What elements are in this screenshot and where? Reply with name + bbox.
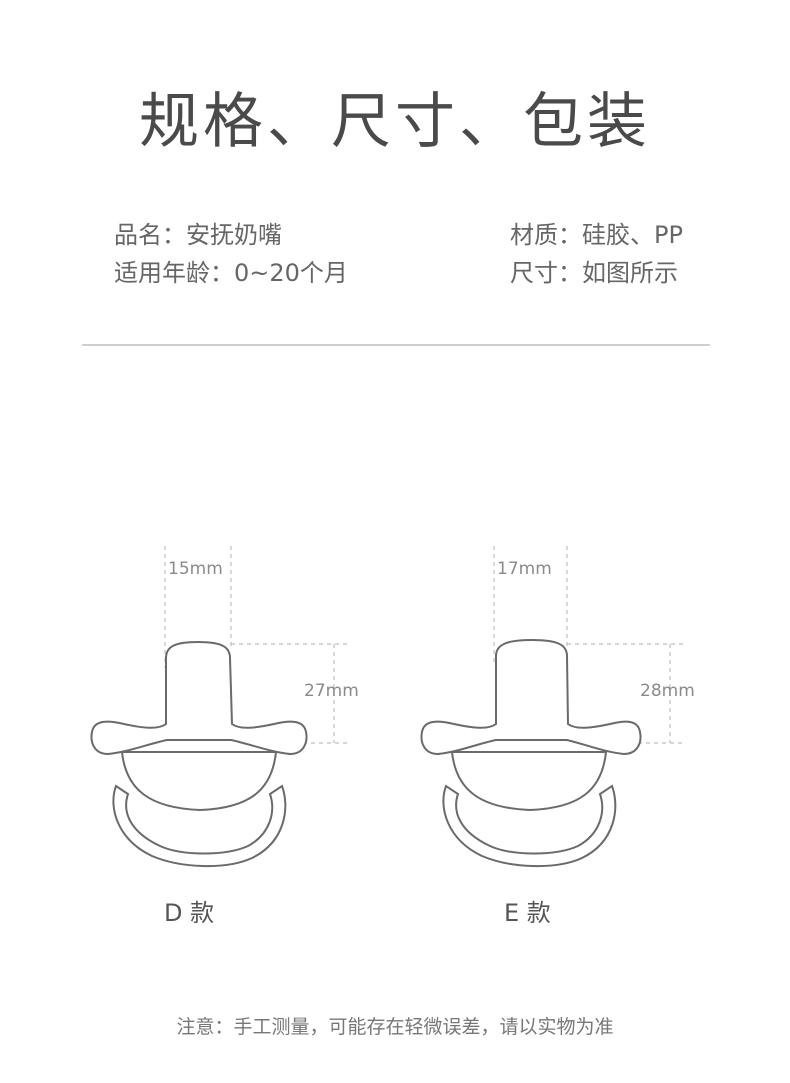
measurement-note: 注意：手工测量，可能存在轻微误差，请以实物为准 [176, 1016, 614, 1038]
spec-size-label: 尺寸： [510, 259, 582, 287]
spec-age: 适用年龄：0~20个月 [114, 258, 348, 288]
spec-material-value: 硅胶、PP [582, 221, 683, 249]
spec-size-value: 如图所示 [582, 259, 678, 287]
pacifier-d-width-dim: 15mm [168, 559, 223, 579]
spec-product-name: 品名：安抚奶嘴 [114, 220, 282, 250]
section-divider [82, 344, 710, 346]
pacifier-e-width-dim: 17mm [497, 559, 552, 579]
spec-material-label: 材质： [510, 221, 582, 249]
pacifier-d-guides [164, 546, 348, 744]
pacifier-e-guides [493, 546, 684, 744]
spec-size: 尺寸：如图所示 [510, 258, 678, 288]
spec-material: 材质：硅胶、PP [510, 220, 683, 250]
pacifier-e-height-dim: 28mm [640, 681, 695, 701]
pacifier-d-outline [90, 640, 308, 868]
page-title: 规格、尺寸、包装 [139, 87, 651, 157]
pacifier-d-height-dim: 27mm [304, 681, 359, 701]
spec-product-name-value: 安抚奶嘴 [186, 221, 282, 249]
spec-age-label: 适用年龄： [114, 259, 234, 287]
spec-age-value: 0~20个月 [234, 259, 348, 287]
pacifier-d: 15mm 27mm [90, 546, 359, 868]
spec-product-name-label: 品名： [114, 221, 186, 249]
pacifier-e-outline [420, 638, 642, 868]
model-e-label: E 款 [504, 899, 551, 927]
model-d-label: D 款 [164, 899, 215, 927]
pacifier-e: 17mm 28mm [420, 546, 695, 868]
